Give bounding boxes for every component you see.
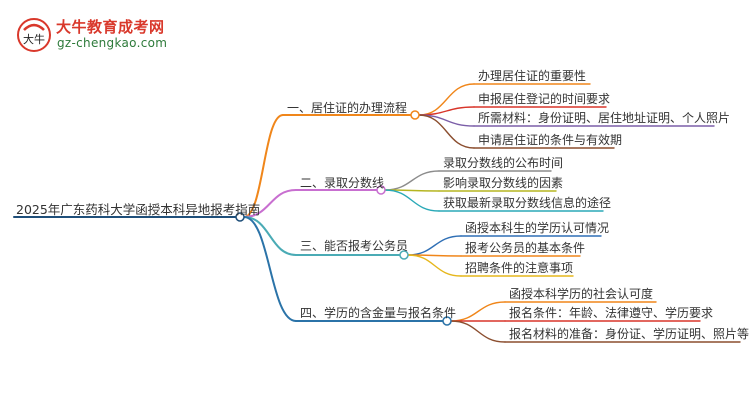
connector-root-branch-3 xyxy=(243,216,297,256)
connector-branch-2-leaf-1 xyxy=(384,170,440,191)
branch-node-1[interactable] xyxy=(410,110,420,120)
leaf-permit-conditions[interactable]: 申请居住证的条件与有效期 xyxy=(478,133,623,147)
leaf-recruitment-notes[interactable]: 招聘条件的注意事项 xyxy=(465,261,574,275)
leaf-social-recognition[interactable]: 函授本科学历的社会认可度 xyxy=(509,287,654,301)
logo-mark-icon: 大牛 xyxy=(17,18,51,52)
leaf-required-materials[interactable]: 所需材料：身份证明、居住地址证明、个人照片 xyxy=(478,111,731,125)
branch-node-3[interactable] xyxy=(399,250,409,260)
connector-branch-2-leaf-3 xyxy=(384,189,440,212)
connector-branch-1-leaf-4 xyxy=(418,114,475,149)
leaf-registration-time[interactable]: 申报居住登记的时间要求 xyxy=(478,92,611,106)
leaf-permit-importance[interactable]: 办理居住证的重要性 xyxy=(478,69,587,83)
branch-degree-value[interactable]: 四、学历的含金量与报名条件 xyxy=(300,306,457,320)
logo-url: gz-chengkao.com xyxy=(57,36,168,50)
leaf-score-info-channels[interactable]: 获取最新录取分数线信息的途径 xyxy=(443,196,612,210)
connector-root-branch-2 xyxy=(243,189,297,218)
connector-branch-3-leaf-1 xyxy=(407,235,462,256)
connector-root-branch-1 xyxy=(243,114,284,218)
branch-cutoff-score[interactable]: 二、录取分数线 xyxy=(300,176,385,190)
logo-title: 大牛教育成考网 xyxy=(56,18,165,36)
connector-root-branch-4 xyxy=(243,216,297,322)
branch-residence-permit[interactable]: 一、居住证的办理流程 xyxy=(287,101,408,115)
branch-node-4[interactable] xyxy=(442,316,452,326)
connector-branch-3-leaf-3 xyxy=(407,254,462,277)
branch-node-2[interactable] xyxy=(376,185,386,195)
root-topic[interactable]: 2025年广东药科大学函授本科异地报考指南 xyxy=(16,202,261,217)
root-node[interactable] xyxy=(235,212,245,222)
leaf-score-publish-time[interactable]: 录取分数线的公布时间 xyxy=(443,156,564,170)
logo-mark-text: 大牛 xyxy=(23,32,45,46)
site-logo[interactable]: 大牛 大牛教育成考网 gz-chengkao.com xyxy=(16,16,196,56)
leaf-basic-conditions[interactable]: 报考公务员的基本条件 xyxy=(465,241,586,255)
leaf-registration-conditions[interactable]: 报名条件：年龄、法律遵守、学历要求 xyxy=(509,306,714,320)
branch-civil-service[interactable]: 三、能否报考公务员 xyxy=(300,239,409,253)
leaf-degree-recognition[interactable]: 函授本科生的学历认可情况 xyxy=(465,221,610,235)
connector-branch-4-leaf-3 xyxy=(450,320,506,343)
leaf-registration-materials[interactable]: 报名材料的准备：身份证、学历证明、照片等 xyxy=(509,327,750,341)
connector-branch-4-leaf-1 xyxy=(450,301,506,322)
leaf-score-factors[interactable]: 影响录取分数线的因素 xyxy=(443,176,564,190)
